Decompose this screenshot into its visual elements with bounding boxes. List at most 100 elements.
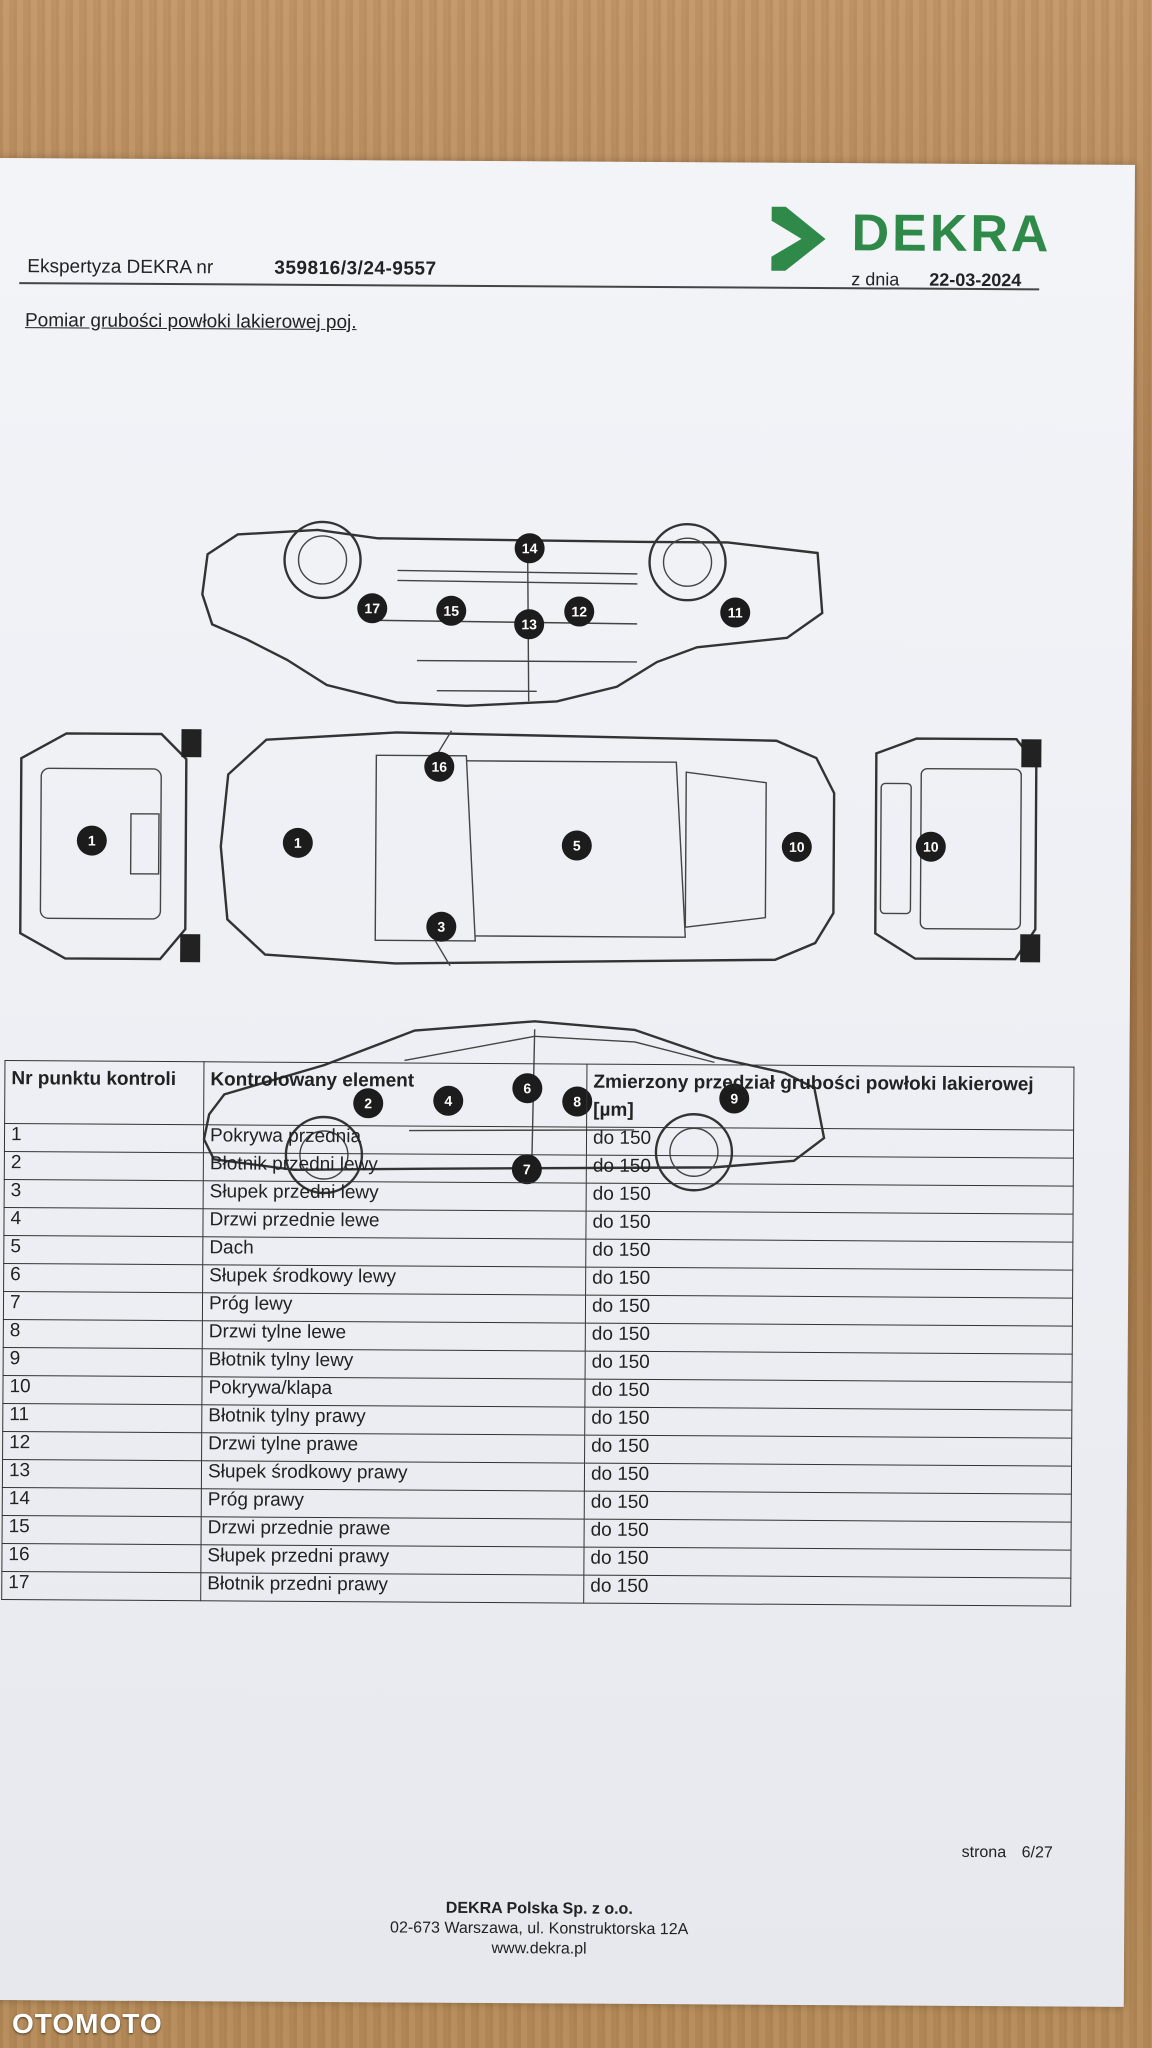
cell-point-number: 16 <box>1 1543 202 1573</box>
cell-point-number: 8 <box>3 1319 203 1349</box>
svg-text:10: 10 <box>789 839 805 855</box>
cell-thickness: do 150 <box>584 1463 1072 1495</box>
cell-point-number: 15 <box>2 1515 202 1545</box>
footer-website: www.dekra.pl <box>491 1940 587 1958</box>
page-number: 6/27 <box>1021 1844 1053 1862</box>
table-header-row: Nr punktu kontroli Kontrolowany element … <box>4 1060 1074 1131</box>
cell-point-number: 13 <box>2 1459 202 1489</box>
svg-text:5: 5 <box>573 838 581 854</box>
cell-element: Drzwi przednie lewe <box>202 1208 587 1240</box>
cell-element: Słupek środkowy prawy <box>201 1460 585 1492</box>
expertise-number: 359816/3/24-9557 <box>274 257 437 280</box>
expertise-label: Ekspertyza DEKRA nr <box>27 256 214 279</box>
car-rear-view <box>874 737 1042 963</box>
document-date: 22-03-2024 <box>929 269 1022 291</box>
svg-text:16: 16 <box>431 759 447 775</box>
cell-element: Słupek przedni prawy <box>200 1544 585 1576</box>
cell-thickness: do 150 <box>584 1491 1072 1523</box>
paint-thickness-table: Nr punktu kontroli Kontrolowany element … <box>1 1060 1074 1607</box>
marker-13: 13 <box>514 609 545 640</box>
svg-text:17: 17 <box>364 600 380 616</box>
car-paint-diagram: 14 17 15 13 12 11 16 1 1 5 10 10 3 6 2 4… <box>19 520 1042 1195</box>
marker-7: 7 <box>511 1154 542 1185</box>
cell-thickness: do 150 <box>585 1239 1073 1271</box>
footer: DEKRA Polska Sp. z o.o. 02-673 Warszawa,… <box>289 1898 789 1961</box>
cell-thickness: do 150 <box>586 1127 1074 1159</box>
svg-text:12: 12 <box>571 603 587 619</box>
car-front-view <box>19 729 202 963</box>
cell-thickness: do 150 <box>583 1575 1071 1607</box>
marker-10-top: 10 <box>781 831 812 862</box>
svg-text:4: 4 <box>444 1093 452 1109</box>
cell-element: Błotnik przedni prawy <box>200 1572 584 1604</box>
header-point-number: Nr punktu kontroli <box>4 1060 204 1125</box>
cell-thickness: do 150 <box>584 1407 1072 1439</box>
marker-4: 4 <box>433 1085 464 1116</box>
dekra-logo-text: DEKRA <box>851 204 1052 264</box>
marker-16: 16 <box>424 751 455 782</box>
cell-point-number: 11 <box>2 1403 202 1433</box>
svg-text:3: 3 <box>437 919 445 935</box>
marker-2: 2 <box>353 1088 384 1119</box>
cell-element: Błotnik tylny lewy <box>202 1348 586 1380</box>
document-page: Ekspertyza DEKRA nr 359816/3/24-9557 z d… <box>0 158 1135 2007</box>
section-title: Pomiar grubości powłoki lakierowej poj. <box>24 310 357 334</box>
marker-1-top: 1 <box>282 827 313 858</box>
cell-thickness: do 150 <box>585 1323 1073 1355</box>
cell-point-number: 6 <box>3 1263 203 1293</box>
cell-point-number: 10 <box>2 1375 203 1405</box>
cell-element: Drzwi tylne prawe <box>201 1432 585 1464</box>
svg-text:2: 2 <box>364 1095 372 1111</box>
cell-thickness: do 150 <box>584 1519 1072 1551</box>
cell-thickness: do 150 <box>586 1183 1074 1215</box>
cell-point-number: 9 <box>3 1347 203 1377</box>
marker-15: 15 <box>436 595 467 626</box>
cell-thickness: do 150 <box>583 1547 1072 1579</box>
svg-text:1: 1 <box>88 833 96 849</box>
cell-point-number: 3 <box>4 1179 204 1209</box>
marker-10-rear: 10 <box>915 831 946 862</box>
svg-text:1: 1 <box>294 835 302 851</box>
cell-thickness: do 150 <box>585 1295 1073 1327</box>
cell-thickness: do 150 <box>585 1351 1073 1383</box>
cell-point-number: 17 <box>1 1571 201 1601</box>
cell-thickness: do 150 <box>586 1155 1074 1187</box>
cell-element: Próg prawy <box>201 1488 585 1520</box>
header-thickness: Zmierzony przedział grubości powłoki lak… <box>586 1064 1074 1131</box>
cell-element: Błotnik tylny prawy <box>201 1404 585 1436</box>
cell-thickness: do 150 <box>584 1379 1073 1411</box>
svg-text:7: 7 <box>523 1161 531 1177</box>
svg-text:14: 14 <box>522 540 538 556</box>
marker-11: 11 <box>720 597 751 628</box>
cell-point-number: 5 <box>3 1235 203 1265</box>
marker-5: 5 <box>561 830 592 861</box>
cell-point-number: 4 <box>3 1207 204 1237</box>
cell-element: Dach <box>202 1236 586 1268</box>
marker-12: 12 <box>564 596 595 627</box>
cell-element: Drzwi przednie prawe <box>201 1516 585 1548</box>
marker-3: 3 <box>426 911 457 942</box>
svg-text:13: 13 <box>521 616 537 632</box>
cell-thickness: do 150 <box>585 1267 1073 1299</box>
svg-text:8: 8 <box>573 1094 581 1110</box>
cell-element: Słupek środkowy lewy <box>202 1264 586 1296</box>
svg-text:10: 10 <box>923 839 939 855</box>
svg-text:9: 9 <box>730 1090 738 1106</box>
cell-element: Drzwi tylne lewe <box>202 1320 586 1352</box>
marker-8: 8 <box>562 1086 593 1117</box>
dekra-logo-icon <box>771 206 826 271</box>
marker-9: 9 <box>719 1083 750 1114</box>
header-element: Kontrolowany element <box>203 1061 587 1128</box>
cell-element: Pokrywa przednia <box>203 1124 587 1156</box>
car-top-view <box>219 730 836 967</box>
car-right-side-view <box>201 520 824 708</box>
marker-1-front: 1 <box>76 825 107 856</box>
cell-point-number: 2 <box>4 1151 204 1181</box>
cell-point-number: 14 <box>2 1487 202 1517</box>
marker-14: 14 <box>514 533 545 564</box>
svg-text:6: 6 <box>523 1080 531 1096</box>
cell-thickness: do 150 <box>584 1435 1072 1467</box>
cell-element: Próg lewy <box>202 1292 586 1324</box>
